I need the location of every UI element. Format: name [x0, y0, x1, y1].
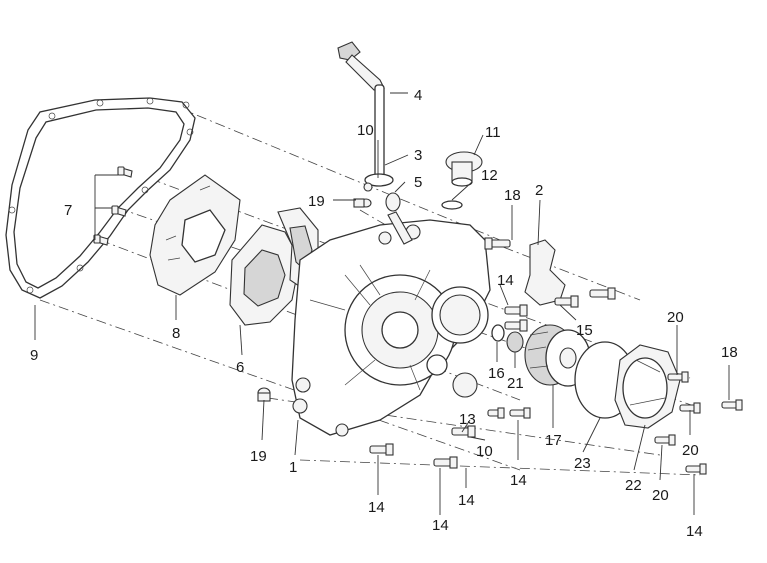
callout-20b: 20: [682, 442, 699, 459]
callout-10: 10: [357, 122, 374, 139]
callout-1: 1: [289, 459, 297, 476]
cover-bolts: [654, 371, 743, 475]
callout-13: 13: [459, 411, 476, 428]
callout-14d: 14: [458, 492, 475, 509]
kick-shaft: [337, 41, 413, 245]
callout-6: 6: [236, 359, 244, 376]
lower-bolts: [257, 387, 531, 469]
callout-18b: 18: [721, 344, 738, 361]
filter-cover: [614, 344, 681, 429]
callout-9: 9: [30, 347, 38, 364]
callout-7: 7: [64, 202, 72, 219]
callout-12: 12: [481, 167, 498, 184]
callout-15: 15: [576, 322, 593, 339]
callout-8: 8: [172, 325, 180, 342]
callout-14b: 14: [368, 499, 385, 516]
callout-labels: 1 2 3 4 5 6 7 8 9 10 10 11 12 13 14 14 1…: [30, 87, 738, 540]
callout-18a: 18: [504, 187, 521, 204]
leader-lines: [34, 92, 730, 515]
callout-21: 21: [507, 375, 524, 392]
callout-23: 23: [574, 455, 591, 472]
callout-14f: 14: [686, 523, 703, 540]
callout-22: 22: [625, 477, 642, 494]
callout-14e: 14: [510, 472, 527, 489]
bracket: [484, 237, 616, 308]
callout-14a: 14: [497, 272, 514, 289]
callout-14c: 14: [432, 517, 449, 534]
oil-filler-plug: [441, 151, 483, 210]
crankcase-cover: [291, 219, 491, 437]
callout-16: 16: [488, 365, 505, 382]
callout-5: 5: [414, 174, 422, 191]
callout-17: 17: [545, 432, 562, 449]
callout-3: 3: [414, 147, 422, 164]
callout-10b: 10: [476, 443, 493, 460]
filter-fittings: [452, 304, 528, 398]
callout-4: 4: [414, 87, 422, 104]
bolts-7: [93, 166, 133, 246]
callout-20a: 20: [667, 309, 684, 326]
callout-2: 2: [535, 182, 543, 199]
callout-11: 11: [485, 124, 501, 141]
callout-19a: 19: [308, 193, 325, 210]
oil-filter: [524, 324, 591, 387]
callout-20c: 20: [652, 487, 669, 504]
inner-shield: [149, 174, 241, 296]
callout-19b: 19: [250, 448, 267, 465]
